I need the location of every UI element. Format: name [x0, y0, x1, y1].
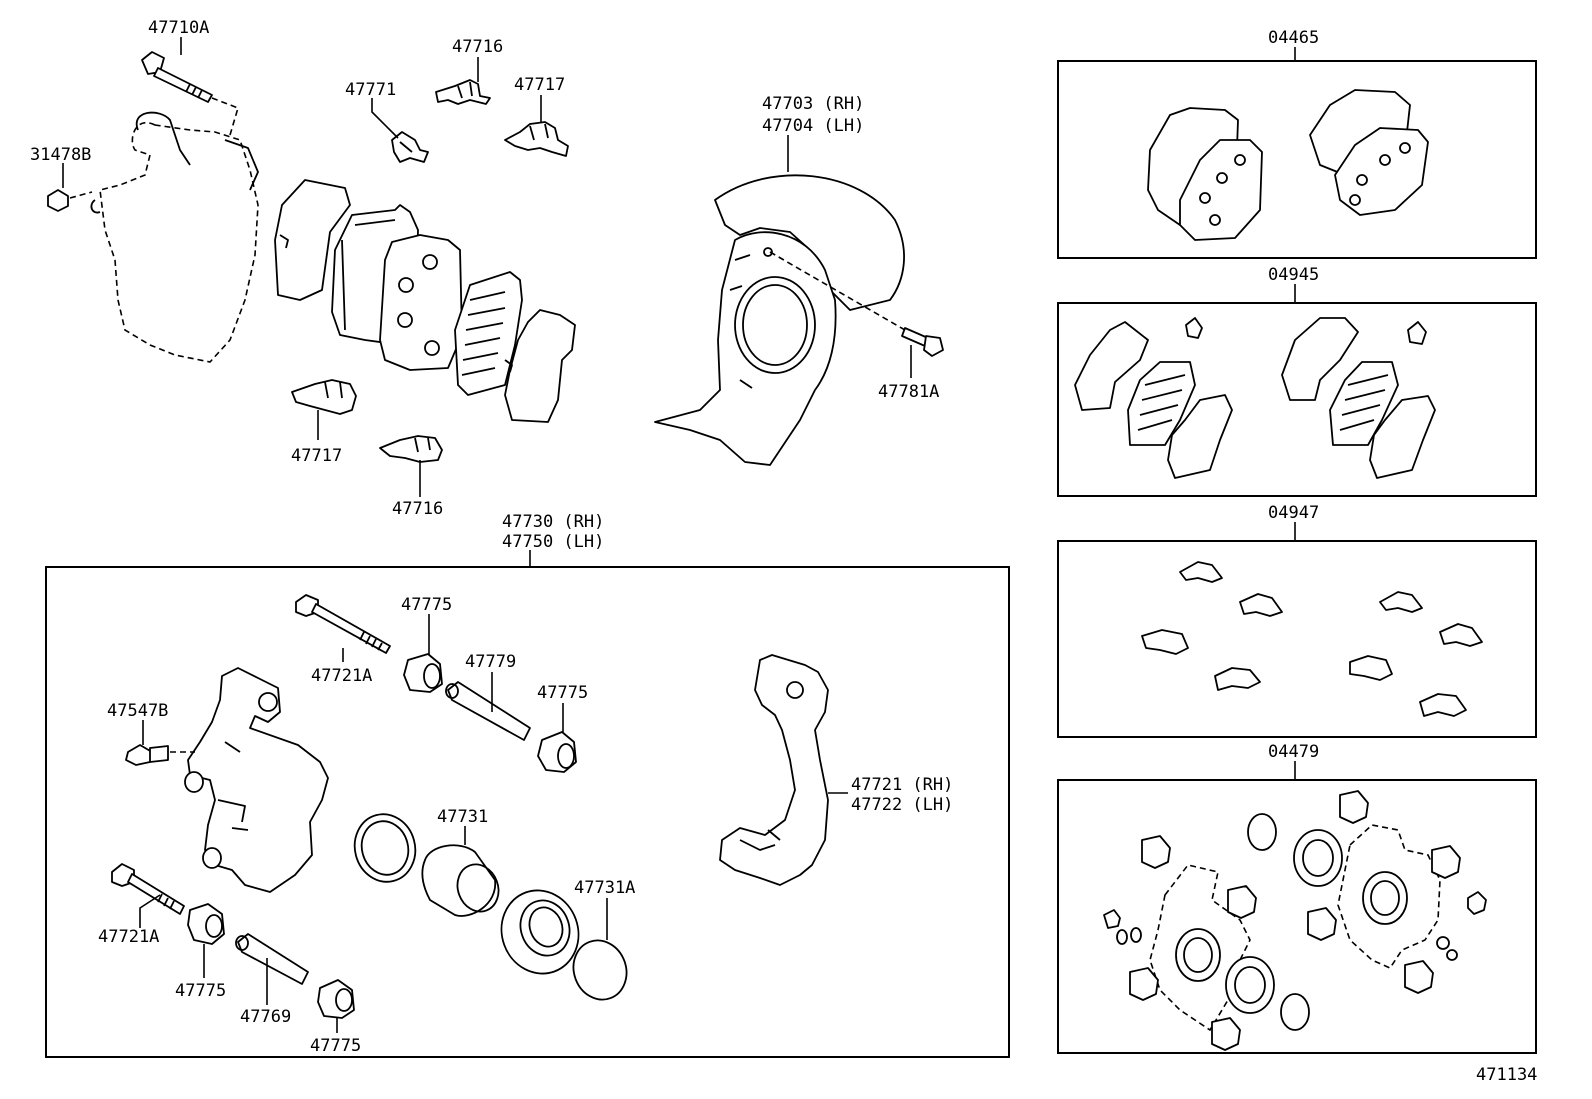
label-47750[interactable]: 47750 (LH) — [502, 532, 604, 552]
label-47716-top[interactable]: 47716 — [452, 37, 503, 57]
kit-04947-clips — [1141, 561, 1483, 717]
kit-box-04945[interactable] — [1057, 302, 1537, 497]
label-47721A-bottom[interactable]: 47721A — [98, 927, 159, 947]
label-47704[interactable]: 47704 (LH) — [762, 116, 864, 136]
steering-knuckle-outline — [90, 111, 259, 363]
caliper-cylinder-body — [184, 667, 329, 893]
leader-lines — [62, 37, 1296, 1033]
label-47775-c[interactable]: 47775 — [175, 981, 226, 1001]
bushing-47775-c[interactable] — [187, 903, 225, 945]
label-47722[interactable]: 47722 (LH) — [851, 795, 953, 815]
piston-47731[interactable] — [421, 844, 505, 917]
label-47771[interactable]: 47771 — [345, 80, 396, 100]
figure-number: 471134 — [1476, 1065, 1537, 1085]
label-47775-d[interactable]: 47775 — [310, 1036, 361, 1056]
anti-squeal-shim-inner — [504, 309, 576, 423]
clip-47716-top[interactable] — [435, 79, 491, 105]
label-47717-top[interactable]: 47717 — [514, 75, 565, 95]
caliper-mounting[interactable] — [719, 654, 829, 886]
clip-47771[interactable] — [391, 131, 429, 163]
label-31478B[interactable]: 31478B — [30, 145, 91, 165]
label-47710A[interactable]: 47710A — [148, 18, 209, 38]
bushing-47775-d[interactable] — [317, 979, 355, 1019]
bushing-47775-b[interactable] — [537, 731, 577, 773]
bleeder-plug-47547B[interactable] — [125, 744, 195, 766]
label-47703[interactable]: 47703 (RH) — [762, 94, 864, 114]
kit-04465-pads — [1147, 89, 1429, 241]
brake-pad-outer — [331, 204, 463, 371]
cylinder-boot — [500, 889, 580, 975]
label-47731[interactable]: 47731 — [437, 807, 488, 827]
label-kit-04947[interactable]: 04947 — [1268, 503, 1319, 523]
cap-31478B[interactable] — [47, 189, 93, 212]
label-47775-b[interactable]: 47775 — [537, 683, 588, 703]
caliper-assembly-box — [45, 566, 1010, 1058]
label-47721[interactable]: 47721 (RH) — [851, 775, 953, 795]
anti-squeal-shim-outer — [274, 179, 351, 301]
label-47779[interactable]: 47779 — [465, 652, 516, 672]
bolt-47710A[interactable] — [141, 51, 239, 136]
label-kit-04945[interactable]: 04945 — [1268, 265, 1319, 285]
clip-47717-bottom[interactable] — [291, 379, 357, 415]
disc-brake-dust-cover[interactable] — [654, 174, 906, 466]
callout-labels: 47710A 31478B 47771 47716 47717 47717 47… — [30, 18, 1537, 1085]
kit-04945-shims — [1074, 317, 1436, 479]
slide-pin-47779[interactable] — [445, 681, 531, 741]
label-47717-bottom[interactable]: 47717 — [291, 446, 342, 466]
label-47781A[interactable]: 47781A — [878, 382, 939, 402]
label-47547B[interactable]: 47547B — [107, 701, 168, 721]
bolt-47781A[interactable] — [901, 327, 944, 357]
label-47775-a[interactable]: 47775 — [401, 595, 452, 615]
bolt-47721A-bottom[interactable] — [111, 863, 185, 915]
kit-04479-seals — [1103, 790, 1487, 1051]
label-kit-04479[interactable]: 04479 — [1268, 742, 1319, 762]
label-47716-bottom[interactable]: 47716 — [392, 499, 443, 519]
kit-box-04947[interactable] — [1057, 540, 1537, 738]
slide-pin-47769[interactable] — [235, 933, 309, 985]
clip-47716-bottom[interactable] — [379, 435, 443, 463]
bushing-47775-a[interactable] — [403, 653, 443, 693]
label-kit-04465[interactable]: 04465 — [1268, 28, 1319, 48]
label-47731A[interactable]: 47731A — [574, 878, 635, 898]
bolt-47721A-top[interactable] — [295, 594, 391, 654]
clip-47717-top[interactable] — [504, 121, 569, 157]
kit-box-04465[interactable] — [1057, 60, 1537, 259]
brake-pad-inner-shim — [454, 271, 523, 396]
set-ring-47731A[interactable] — [565, 933, 634, 1007]
kit-box-04479[interactable] — [1057, 779, 1537, 1054]
label-47769[interactable]: 47769 — [240, 1007, 291, 1027]
label-47730[interactable]: 47730 (RH) — [502, 512, 604, 532]
label-47721A-top[interactable]: 47721A — [311, 666, 372, 686]
piston-seal — [353, 813, 417, 883]
